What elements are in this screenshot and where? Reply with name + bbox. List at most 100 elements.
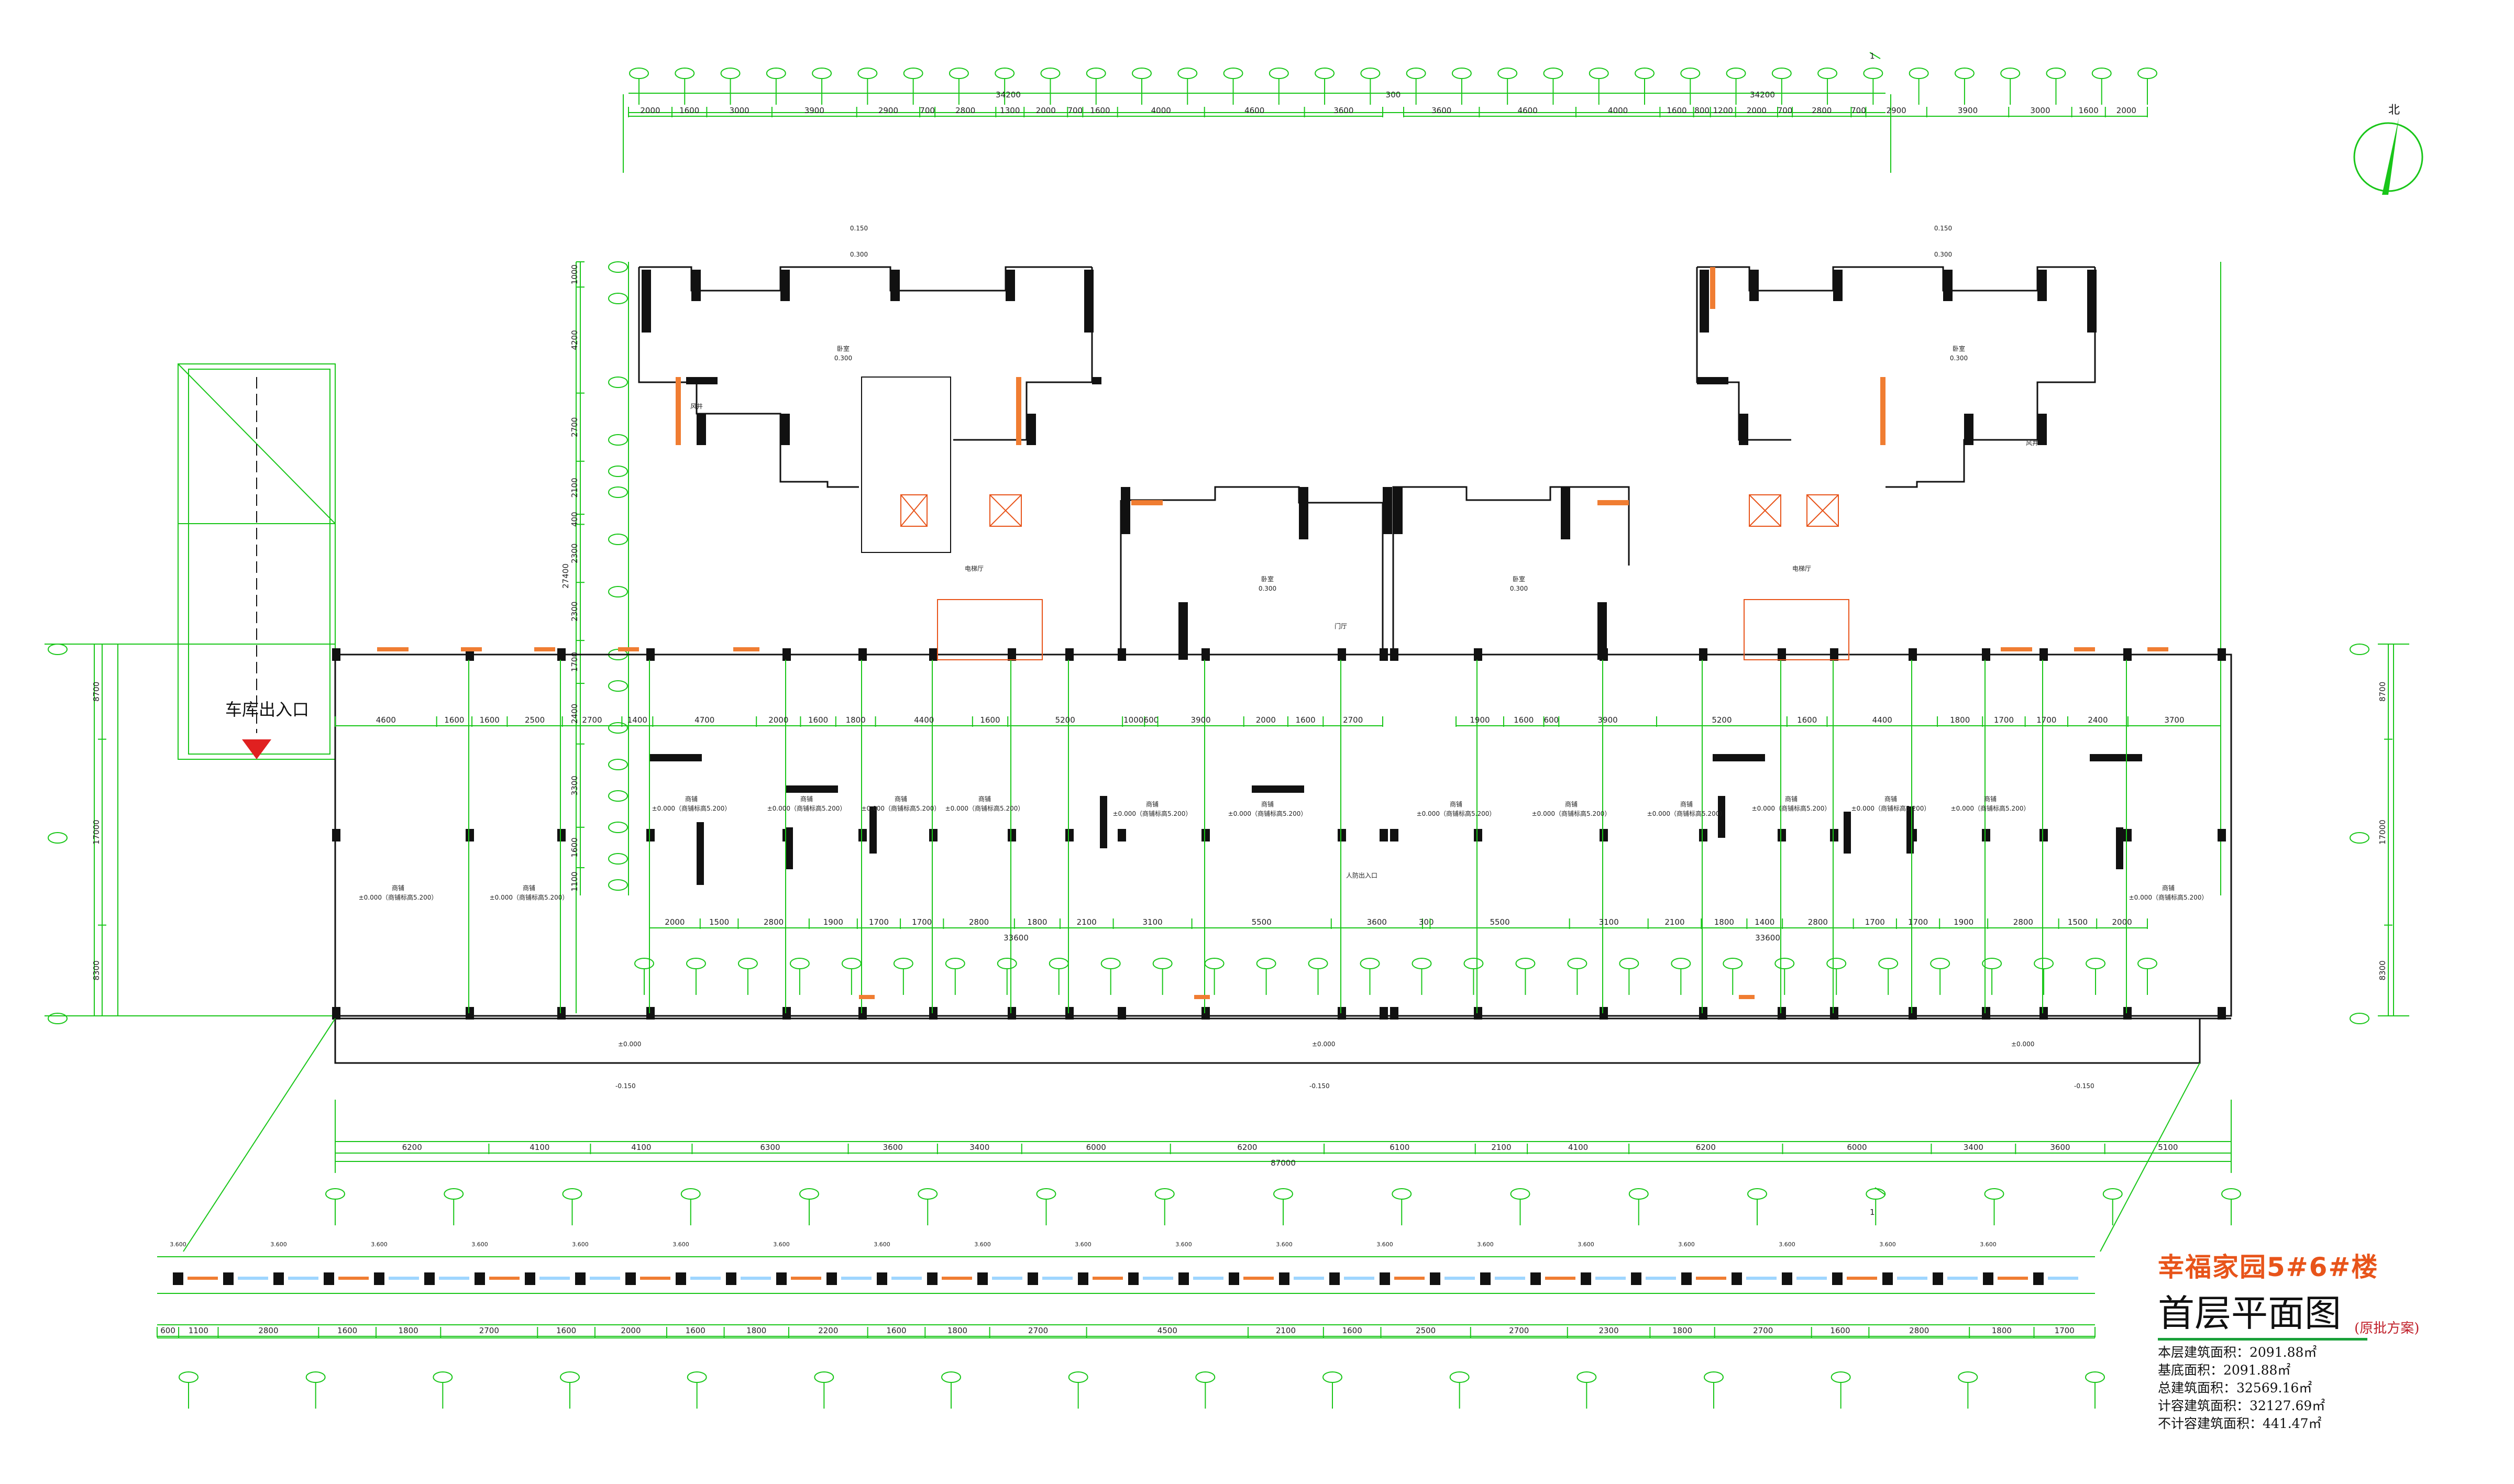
strip-window bbox=[1947, 1277, 1978, 1280]
column bbox=[557, 648, 566, 661]
axis-bubble-left bbox=[608, 586, 628, 597]
column bbox=[1830, 1007, 1838, 1020]
room-level: ±0.000（商铺标高5.200） bbox=[359, 893, 438, 901]
column bbox=[2039, 829, 2048, 841]
room-level: 0.300 bbox=[1510, 585, 1528, 592]
room-label-pipe: 风井 bbox=[690, 403, 703, 410]
column bbox=[1338, 648, 1346, 661]
strip-level: 3.600 bbox=[1075, 1241, 1091, 1248]
axis-bubble-bottom bbox=[1036, 1188, 1056, 1200]
strip-column bbox=[877, 1272, 887, 1285]
left-dim-value: 2400 bbox=[570, 704, 579, 724]
mid-dim-value: 600 bbox=[1144, 715, 1159, 725]
room-label-bedroom: 卧室 bbox=[1261, 575, 1274, 583]
strip-dim-value: 1600 bbox=[886, 1326, 906, 1335]
axis-bubble-left bbox=[608, 759, 628, 770]
room-level: ±0.000（商铺标高5.200） bbox=[1228, 810, 1307, 817]
bottom-dim-value: 4100 bbox=[631, 1143, 651, 1152]
column bbox=[1008, 1007, 1016, 1020]
wall-block bbox=[1299, 487, 1308, 539]
strip-level: 3.600 bbox=[270, 1241, 287, 1248]
axis-bubble-bottom bbox=[1510, 1188, 1530, 1200]
axis-bubble-lower bbox=[1100, 958, 1121, 969]
axis-bubble-left bbox=[608, 722, 628, 734]
top-dim-value: 1600 bbox=[2079, 106, 2099, 115]
strip-level: 3.600 bbox=[1578, 1241, 1594, 1248]
column bbox=[332, 1007, 340, 1020]
mid-dim-value: 1700 bbox=[2036, 715, 2056, 725]
axis-bubble-top bbox=[1451, 68, 1472, 79]
strip-dim-value: 1800 bbox=[746, 1326, 766, 1335]
elevation-minus-left: -0.150 bbox=[615, 1082, 636, 1090]
axis-bubble-top bbox=[1360, 68, 1381, 79]
strip-level: 3.600 bbox=[1980, 1241, 1997, 1248]
axis-bubble-top bbox=[1771, 68, 1792, 79]
top-dim-value: 3000 bbox=[2030, 106, 2050, 115]
left-dim-value: 1100 bbox=[570, 871, 579, 891]
room-label-shop: 商铺 bbox=[1884, 795, 1897, 803]
left-dim-value: 2300 bbox=[570, 544, 579, 563]
wall-block bbox=[649, 754, 702, 761]
drawing-title: 首层平面图 bbox=[2158, 1292, 2341, 1335]
left-dim-value: 1700 bbox=[570, 652, 579, 672]
axis-bubble-lower bbox=[2086, 958, 2106, 969]
wall-block bbox=[1121, 487, 1130, 534]
strip-column bbox=[475, 1272, 485, 1285]
axis-bubble-bottom bbox=[1154, 1188, 1175, 1200]
strip-dim-value: 2800 bbox=[1909, 1326, 1929, 1335]
strip-column bbox=[1279, 1272, 1289, 1285]
lower-dim-value: 1800 bbox=[1027, 917, 1047, 927]
strip-level: 3.600 bbox=[1879, 1241, 1896, 1248]
room-label-shop: 商铺 bbox=[978, 795, 991, 803]
bottom-dim-value: 2100 bbox=[1491, 1143, 1511, 1152]
axis-bubble-lower bbox=[789, 958, 810, 969]
strip-window bbox=[1042, 1277, 1073, 1280]
axis-bubble-left bbox=[608, 466, 628, 477]
room-level: 0.150 bbox=[850, 225, 868, 232]
lower-dim-value: 2800 bbox=[969, 917, 989, 927]
window-mark bbox=[1131, 500, 1163, 505]
strip-column bbox=[826, 1272, 837, 1285]
axis-bubble-bottom bbox=[1747, 1188, 1767, 1200]
strip-column bbox=[1933, 1272, 1943, 1285]
left-dim-value: 4200 bbox=[570, 330, 579, 350]
axis-bubble-top bbox=[1954, 68, 1975, 79]
room-label-shop: 商铺 bbox=[1565, 800, 1578, 808]
axis-bubble-bottom bbox=[444, 1188, 464, 1200]
axis-bubble-lower bbox=[1774, 958, 1795, 969]
left-axis-bubbles bbox=[608, 261, 628, 891]
strip-column bbox=[726, 1272, 736, 1285]
strip-column bbox=[927, 1272, 938, 1285]
column bbox=[1699, 829, 1707, 841]
axis-bubble-bottom bbox=[1984, 1188, 2004, 1200]
right-dimension-lines bbox=[2220, 262, 2409, 1016]
room-level: ±0.000（商铺标高5.200） bbox=[1417, 810, 1496, 817]
strip-column bbox=[173, 1272, 183, 1285]
wall-block bbox=[780, 414, 790, 445]
axis-bubble-top bbox=[1086, 68, 1106, 79]
window-mark bbox=[733, 647, 759, 651]
axis-bubble-lower bbox=[634, 958, 654, 969]
lower-dim-value: 2100 bbox=[1077, 917, 1097, 927]
strip-column bbox=[1983, 1272, 1993, 1285]
lower-dim-value: 1900 bbox=[823, 917, 843, 927]
room-level: 0.300 bbox=[1934, 251, 1952, 258]
wall-block bbox=[1697, 377, 1728, 384]
window-mark bbox=[1016, 377, 1021, 445]
elevation-zero-right: ±0.000 bbox=[2011, 1040, 2034, 1048]
stat-total-area: 总建筑面积：32569.16㎡ bbox=[2158, 1380, 2312, 1396]
wall-block bbox=[1597, 602, 1607, 660]
wall-block bbox=[1006, 270, 1015, 301]
strip-column bbox=[1028, 1272, 1038, 1285]
column bbox=[1380, 829, 1388, 841]
axis-bubble-strip bbox=[1831, 1371, 1851, 1383]
axis-bubble-top bbox=[2091, 68, 2112, 79]
strip-dim-value: 1600 bbox=[686, 1326, 705, 1335]
strip-window bbox=[1344, 1277, 1374, 1280]
top-dimension-lines bbox=[623, 52, 1891, 173]
bottom-dim-value: 4100 bbox=[1568, 1143, 1588, 1152]
mid-dim-value: 3900 bbox=[1598, 715, 1618, 725]
mid-dim-value: 2000 bbox=[1256, 715, 1276, 725]
